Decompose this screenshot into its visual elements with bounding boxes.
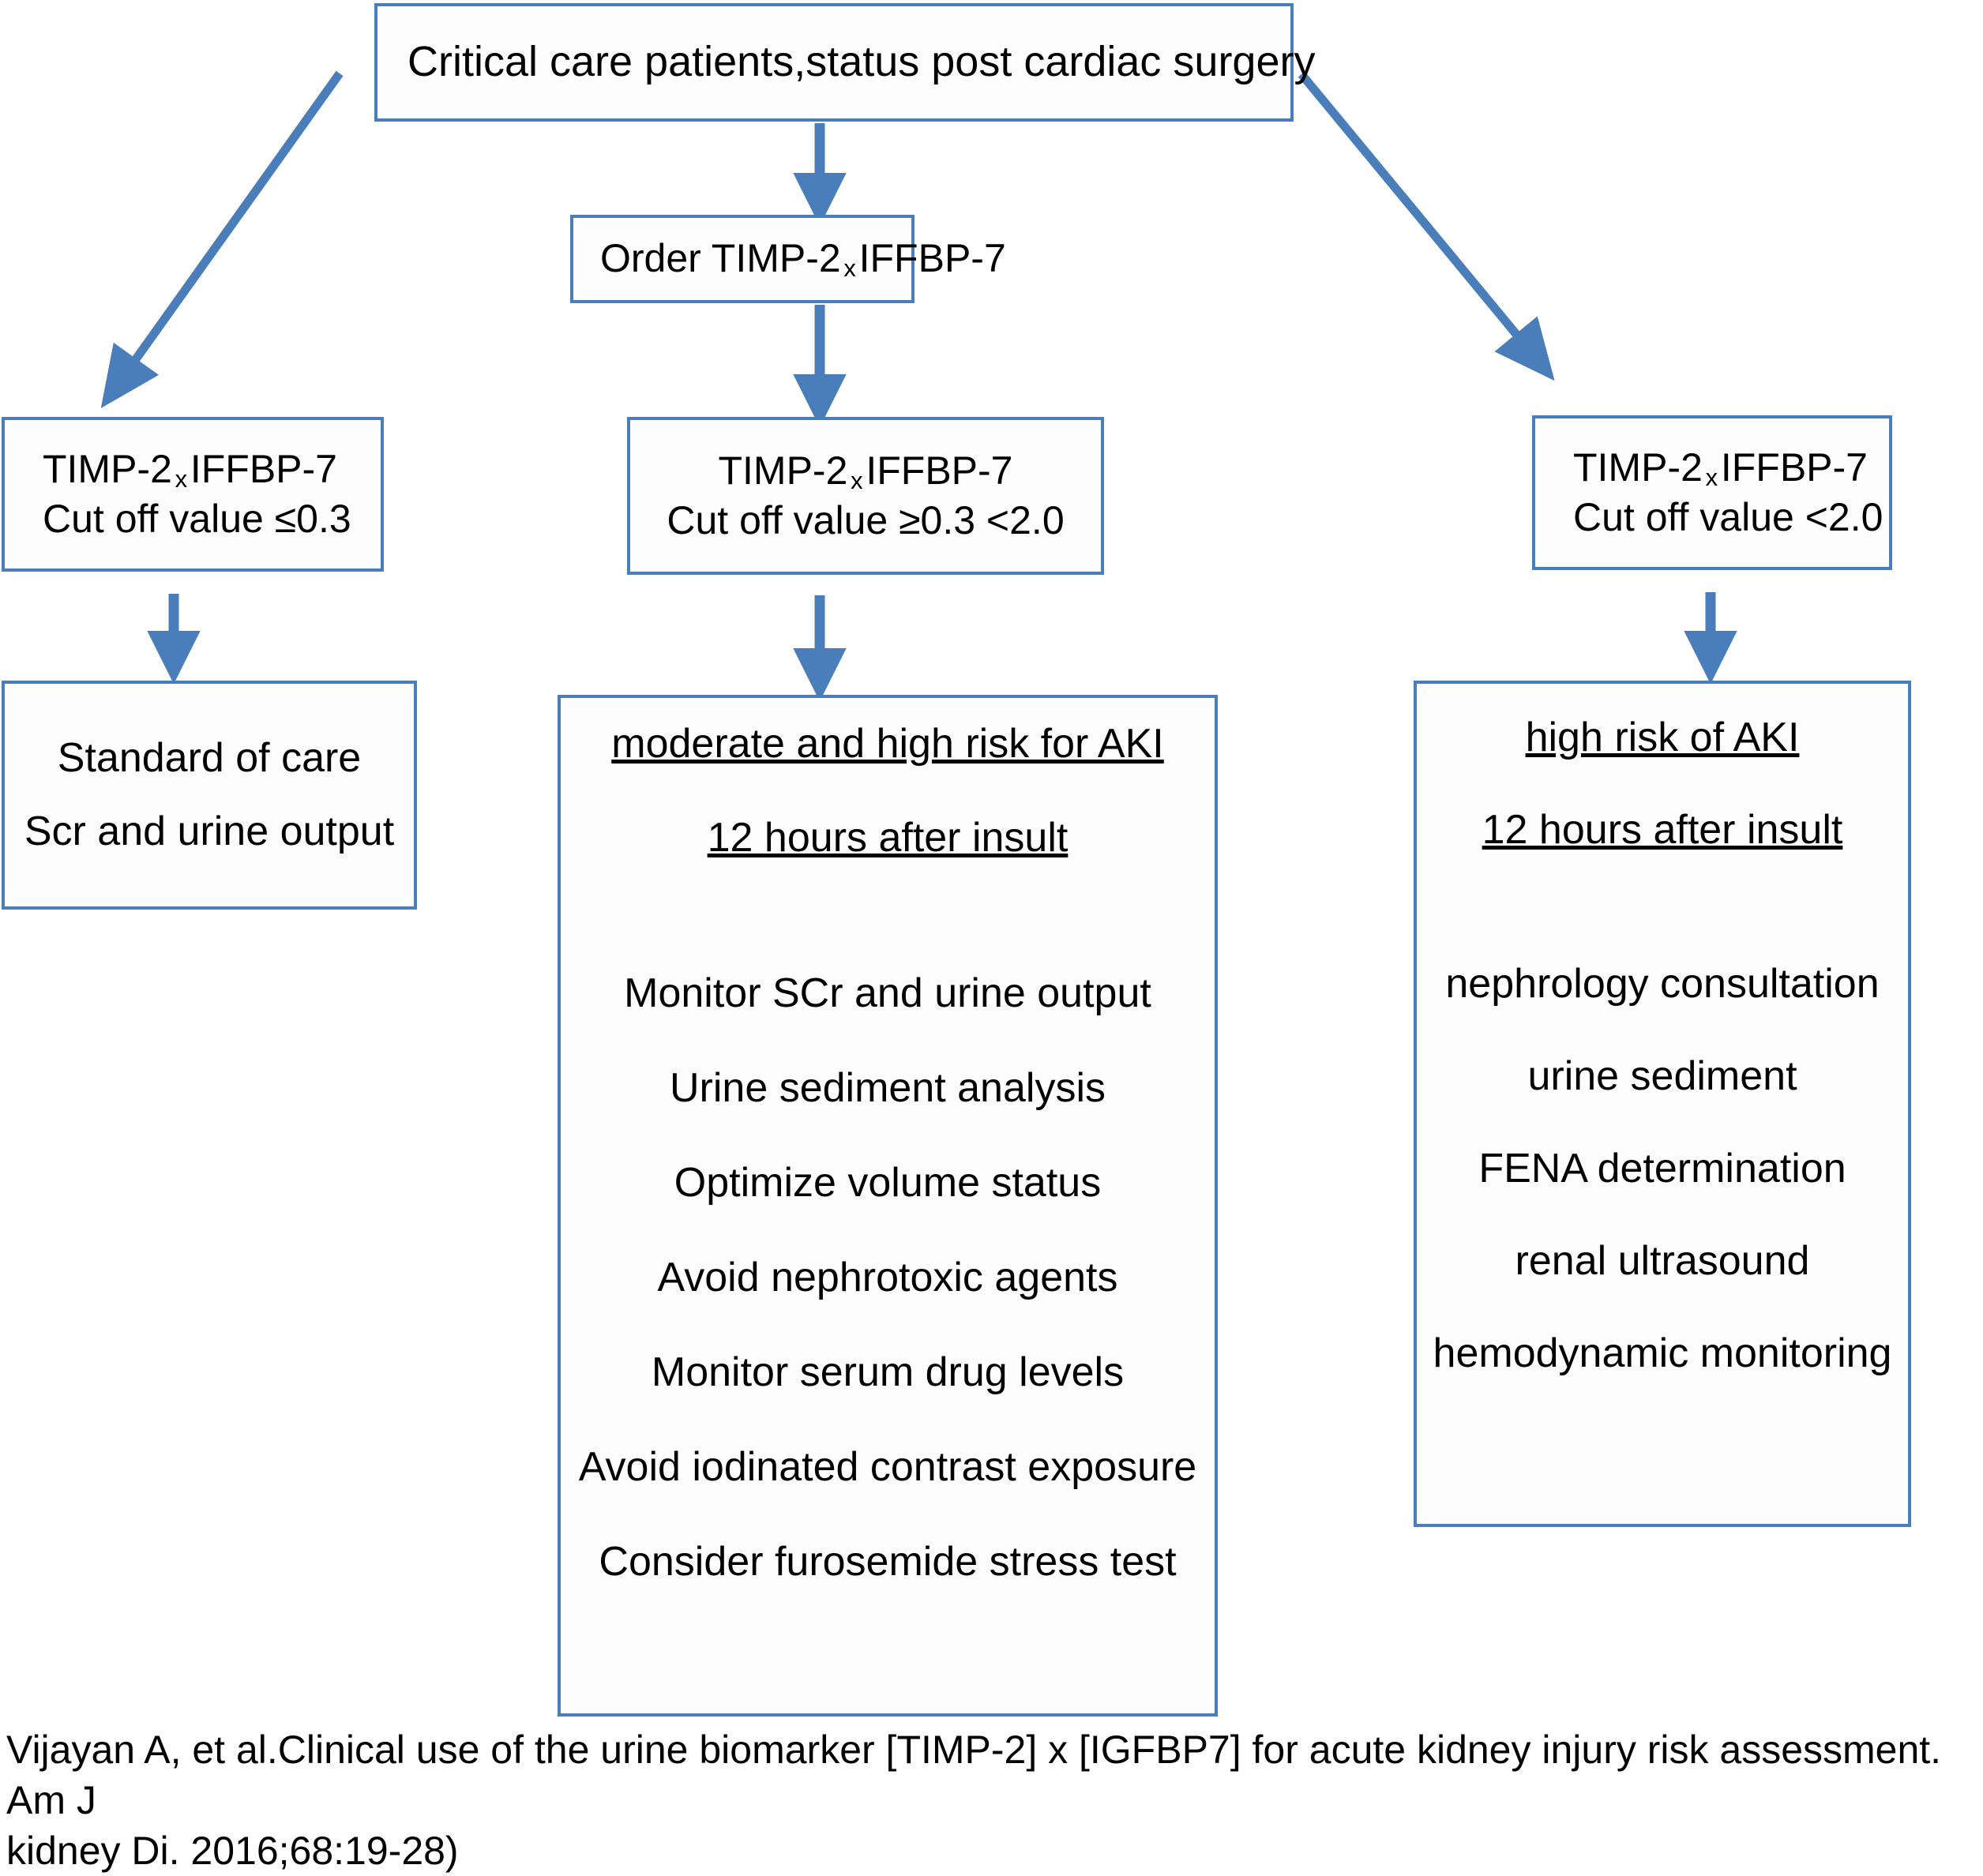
node-cutoff-high-operator: x [1705,463,1718,491]
node-order-operator: x [843,253,856,282]
node-high-risk[interactable]: high risk of AKI 12 hours after insult n… [1414,681,1911,1527]
node-high-subheader: 12 hours after insult [1482,807,1843,853]
node-top-label: Critical care patients,status post cardi… [407,38,1316,86]
node-cutoff-high-prefix: TIMP-2 [1573,445,1703,490]
list-item: hemodynamic monitoring [1433,1330,1892,1376]
connector-top-to-cutoff-high [1298,71,1555,381]
node-cutoff-high-line2: Cut off value <2.0 [1573,495,1883,540]
list-item: Urine sediment analysis [669,1065,1106,1111]
node-cutoff-low-prefix: TIMP-2 [43,447,172,492]
node-standard-of-care[interactable]: Standard of care Scr and urine output [2,681,417,910]
connector-layer [100,70,1737,702]
list-item: renal ultrasound [1515,1238,1810,1284]
node-cutoff-mid-prefix: TIMP-2 [718,448,848,493]
node-cutoff-mid-line2: Cut off value ≥0.3 <2.0 [667,498,1065,543]
citation-line-1: Vijayan A, et al.Clinical use of the uri… [6,1728,1942,1822]
node-moderate-header: moderate and high risk for AKI [611,721,1164,767]
node-moderate-subheader: 12 hours after insult [707,815,1068,861]
citation-line-2: kidney Di. 2016;68:19-28) [6,1829,459,1873]
node-order-prefix: Order TIMP-2 [600,236,841,281]
list-item: Avoid iodinated contrast exposure [578,1444,1197,1490]
list-item: Monitor SCr and urine output [624,970,1151,1016]
node-standard-line2: Scr and urine output [24,809,395,854]
connector-top-to-cutoff-low [100,70,344,409]
list-item: Optimize volume status [674,1160,1102,1206]
list-item: Monitor serum drug levels [651,1349,1125,1395]
list-item: nephrology consultation [1445,961,1880,1007]
list-item: Avoid nephrotoxic agents [657,1255,1118,1300]
node-standard-line1: Standard of care [57,735,362,781]
node-cutoff-mid-operator: x [851,466,863,494]
node-moderate-high-risk[interactable]: moderate and high risk for AKI 12 hours … [558,695,1218,1717]
citation: Vijayan A, et al.Clinical use of the uri… [6,1724,1973,1876]
flowchart-canvas: Critical care patients,status post cardi… [2,3,1941,1873]
list-item: urine sediment [1527,1053,1797,1099]
list-item: Consider furosemide stress test [599,1539,1177,1585]
list-item: FENA determination [1478,1146,1846,1191]
node-cutoff-low-suffix: IFFBP-7 [190,447,337,492]
node-cutoff-low-operator: x [175,464,188,493]
node-cutoff-high-suffix: IFFBP-7 [1720,445,1868,490]
node-cutoff-mid-suffix: IFFBP-7 [866,448,1013,493]
node-cutoff-low-line2: Cut off value ≤0.3 [43,497,351,542]
node-high-header: high risk of AKI [1525,715,1800,760]
node-order-suffix: IFFBP-7 [858,236,1006,281]
node-critical-care-patients[interactable]: Critical care patients,status post cardi… [374,3,1315,122]
